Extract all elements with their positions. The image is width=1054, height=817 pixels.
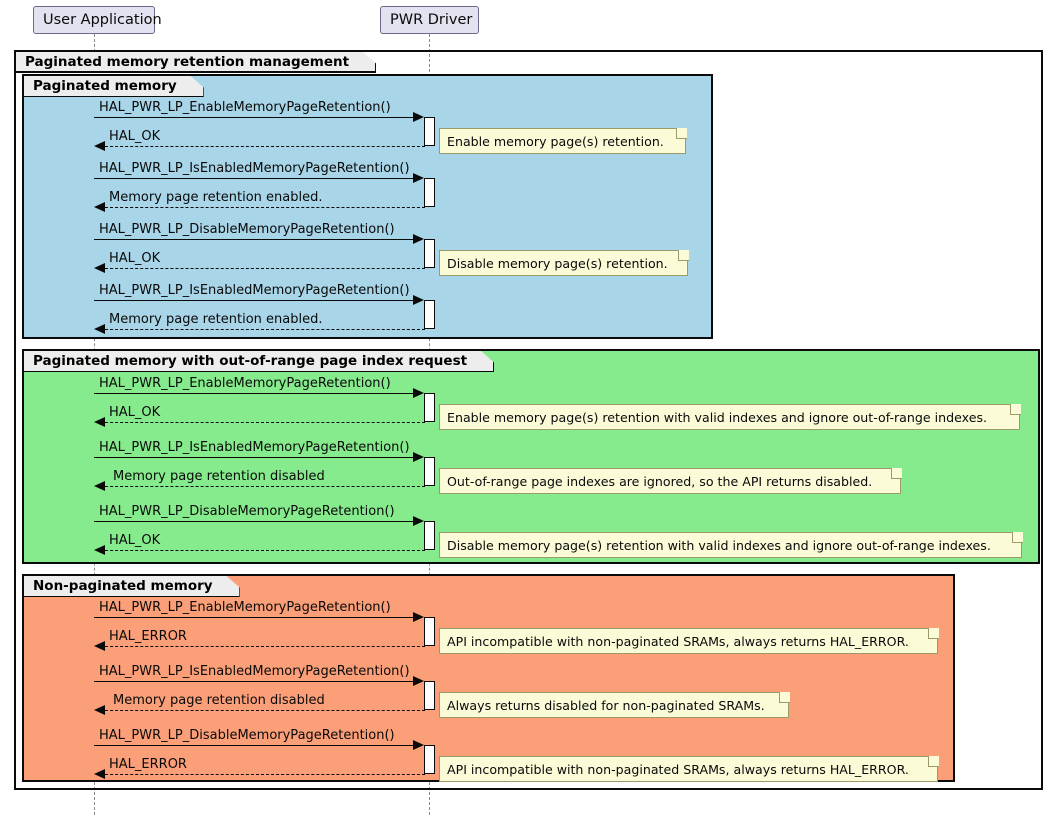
activation-bar <box>424 393 435 422</box>
note-fold-icon <box>1010 404 1021 415</box>
arrow-head-right-icon <box>413 234 424 244</box>
arrow-head-right-icon <box>413 173 424 183</box>
note-fold-icon <box>678 250 689 261</box>
message-line <box>105 146 425 147</box>
note-fold-icon <box>1012 532 1023 543</box>
note: Disable memory page(s) retention. <box>439 250 688 276</box>
activation-bar <box>424 521 435 550</box>
note: Always returns disabled for non-paginate… <box>439 692 789 718</box>
arrow-head-right-icon <box>413 452 424 462</box>
note: API incompatible with non-paginated SRAM… <box>439 628 938 654</box>
message-line <box>94 617 413 618</box>
note-fold-icon <box>928 756 939 767</box>
arrow-head-left-icon <box>94 324 105 334</box>
arrow-head-left-icon <box>94 263 105 273</box>
message-line <box>94 178 413 179</box>
arrow-head-left-icon <box>94 641 105 651</box>
arrow-head-right-icon <box>413 740 424 750</box>
group-non-paginated-memory <box>22 574 955 782</box>
activation-bar <box>424 300 435 329</box>
note-fold-icon <box>891 468 902 479</box>
message-label: Memory page retention disabled <box>113 469 325 484</box>
message-line <box>94 117 413 118</box>
message-line <box>94 681 413 682</box>
message-line <box>105 486 425 487</box>
message-line <box>105 268 425 269</box>
message-line <box>105 774 425 775</box>
message-line <box>105 207 425 208</box>
message-label: HAL_PWR_LP_EnableMemoryPageRetention() <box>99 600 391 615</box>
group-out-of-range-title-tab: Paginated memory with out-of-range page … <box>24 351 494 372</box>
message-line <box>94 393 413 394</box>
note-fold-icon <box>676 128 687 139</box>
arrow-head-right-icon <box>413 388 424 398</box>
message-label: HAL_PWR_LP_DisableMemoryPageRetention() <box>99 728 395 743</box>
group-paginated-memory-title-tab: Paginated memory <box>24 76 204 97</box>
message-label: HAL_PWR_LP_DisableMemoryPageRetention() <box>99 504 395 519</box>
note: API incompatible with non-paginated SRAM… <box>439 756 938 782</box>
arrow-head-left-icon <box>94 141 105 151</box>
frame-paginated-memory-retention-management <box>14 50 1043 790</box>
activation-bar <box>424 681 435 710</box>
note: Enable memory page(s) retention. <box>439 128 686 154</box>
message-label: HAL_PWR_LP_IsEnabledMemoryPageRetention(… <box>99 440 410 455</box>
message-line <box>105 329 425 330</box>
message-label: HAL_OK <box>109 129 161 144</box>
arrow-head-right-icon <box>413 295 424 305</box>
activation-bar <box>424 617 435 646</box>
note-fold-icon <box>779 692 790 703</box>
group-paginated-memory-out-of-range <box>22 349 1040 564</box>
message-label: HAL_PWR_LP_IsEnabledMemoryPageRetention(… <box>99 161 410 176</box>
group-paginated-memory <box>22 74 713 339</box>
message-label: Memory page retention enabled. <box>109 312 323 327</box>
arrow-head-left-icon <box>94 705 105 715</box>
message-line <box>105 550 425 551</box>
activation-bar <box>424 117 435 146</box>
message-line <box>105 646 425 647</box>
arrow-head-left-icon <box>94 769 105 779</box>
message-line <box>94 745 413 746</box>
note: Disable memory page(s) retention with va… <box>439 532 1022 558</box>
activation-bar <box>424 239 435 268</box>
message-label: HAL_PWR_LP_DisableMemoryPageRetention() <box>99 222 395 237</box>
arrow-head-left-icon <box>94 545 105 555</box>
message-line <box>94 457 413 458</box>
arrow-head-left-icon <box>94 481 105 491</box>
frame-title-tab: Paginated memory retention management <box>16 52 376 73</box>
message-line <box>94 239 413 240</box>
message-label: HAL_OK <box>109 251 161 266</box>
message-line <box>94 300 413 301</box>
activation-bar <box>424 457 435 486</box>
message-label: HAL_ERROR <box>109 629 187 644</box>
arrow-head-right-icon <box>413 112 424 122</box>
note: Out-of-range page indexes are ignored, s… <box>439 468 901 494</box>
arrow-head-right-icon <box>413 676 424 686</box>
message-label: HAL_ERROR <box>109 757 187 772</box>
message-label: Memory page retention disabled <box>113 693 325 708</box>
message-label: HAL_OK <box>109 405 161 420</box>
note-fold-icon <box>928 628 939 639</box>
message-label: HAL_PWR_LP_EnableMemoryPageRetention() <box>99 376 391 391</box>
message-line <box>105 710 425 711</box>
note: Enable memory page(s) retention with val… <box>439 404 1020 430</box>
message-line <box>105 422 425 423</box>
activation-bar <box>424 178 435 207</box>
arrow-head-left-icon <box>94 417 105 427</box>
participant-pwr-driver[interactable]: PWR Driver <box>380 6 479 34</box>
message-label: HAL_PWR_LP_IsEnabledMemoryPageRetention(… <box>99 283 410 298</box>
message-label: Memory page retention enabled. <box>109 190 323 205</box>
arrow-head-left-icon <box>94 202 105 212</box>
group-non-paginated-title-tab: Non-paginated memory <box>24 576 240 597</box>
activation-bar <box>424 745 435 774</box>
arrow-head-right-icon <box>413 516 424 526</box>
participant-user-application[interactable]: User Application <box>33 6 162 34</box>
message-line <box>94 521 413 522</box>
message-label: HAL_PWR_LP_IsEnabledMemoryPageRetention(… <box>99 664 410 679</box>
message-label: HAL_PWR_LP_EnableMemoryPageRetention() <box>99 100 391 115</box>
arrow-head-right-icon <box>413 612 424 622</box>
message-label: HAL_OK <box>109 533 161 548</box>
